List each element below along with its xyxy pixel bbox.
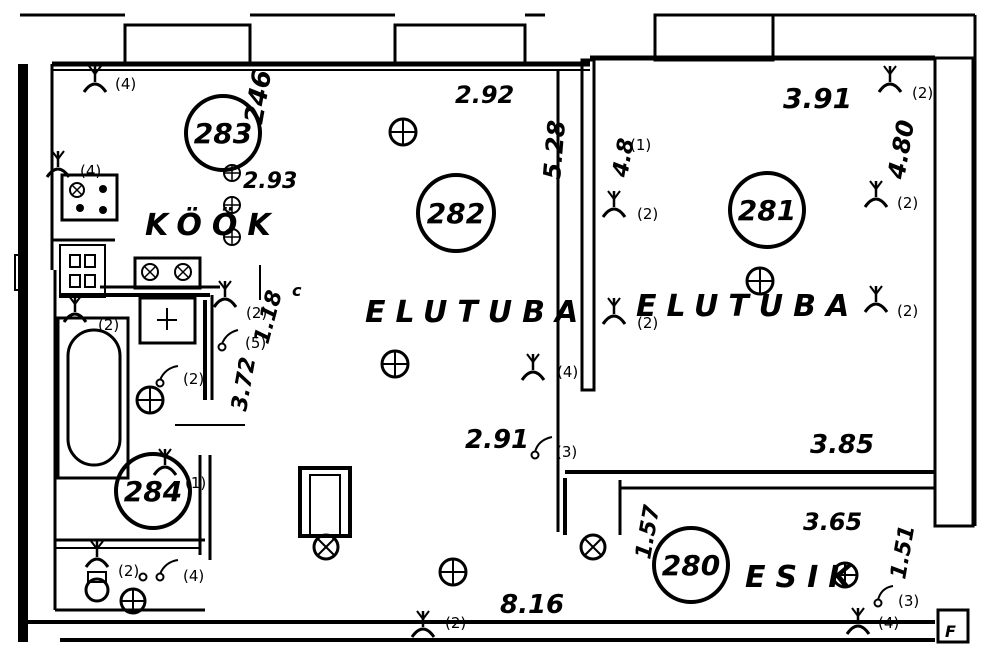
stove-icon <box>60 173 119 222</box>
room-label-elutuba-282: ELUTUBA <box>365 295 588 330</box>
circuit-label: (4) <box>80 162 101 180</box>
antenna-outlet-icon <box>45 149 71 179</box>
switches <box>138 329 894 608</box>
wall-light-icon <box>579 533 607 561</box>
circuit-label: (1) <box>185 474 206 492</box>
circuit-label: (3) <box>898 592 919 610</box>
room-283: 283 <box>184 94 262 172</box>
room-number: 284 <box>124 475 182 508</box>
ceiling-light-icon <box>135 385 165 415</box>
circuit-label: (2) <box>897 302 918 320</box>
switch-icon <box>217 329 239 352</box>
antenna-outlet-icon <box>520 352 546 382</box>
dimension: 5.28 <box>538 119 571 180</box>
ceiling-light-icon <box>223 196 241 214</box>
antenna-outlet-icon <box>863 179 889 209</box>
dimension: 2.93 <box>243 169 297 194</box>
switch-icon <box>873 585 894 608</box>
dimension: 2.91 <box>465 425 529 455</box>
walls <box>18 13 977 644</box>
dimension: 1.51 <box>886 523 920 581</box>
dimension: 2.92 <box>455 81 514 109</box>
circuit-label: (2) <box>246 304 267 322</box>
circuit-label: (4) <box>115 75 136 93</box>
room-number: 281 <box>738 194 796 227</box>
dimension: 3.72 <box>227 355 261 413</box>
room-280: 280 <box>652 526 730 604</box>
circuit-label: (2) <box>445 614 466 632</box>
circuit-label: (2) <box>118 562 139 580</box>
ceiling-light-icon <box>388 117 418 147</box>
wall-light-icon <box>312 533 340 561</box>
room-label-elutuba-281: ELUTUBA <box>636 289 859 324</box>
switch-icon <box>138 572 148 582</box>
wall-lights <box>312 533 607 561</box>
ceiling-light-icon <box>831 561 859 589</box>
circuit-label: (4) <box>557 363 578 381</box>
dimension: 4.80 <box>882 118 920 182</box>
room-label-esik: ESIK <box>745 560 862 595</box>
antenna-outlets <box>45 64 903 639</box>
dimension: 3.85 <box>810 430 874 460</box>
toilet-icon <box>84 571 110 603</box>
sink-icon <box>138 296 197 345</box>
misc-mark: c <box>292 281 302 300</box>
antenna-outlet-icon <box>84 539 110 569</box>
dimension: 3.65 <box>803 508 862 536</box>
circuit-label: (4) <box>183 567 204 585</box>
circuit-label: (4) <box>878 614 899 632</box>
antenna-outlet-icon <box>212 279 238 309</box>
dimension: 1.57 <box>631 503 665 561</box>
ceiling-lights <box>119 117 859 615</box>
room-number: 282 <box>427 197 485 230</box>
room-281: 281 <box>728 171 806 249</box>
circuit-labels: (4) (4) (2) (2) (5) (2) (1) (2) (4) (2) … <box>80 75 933 632</box>
switch-icon <box>530 436 553 460</box>
dimension: 246 <box>239 68 278 127</box>
kitchen-cabinet <box>14 254 96 291</box>
switch-icon <box>155 559 179 582</box>
ceiling-light-icon <box>223 228 241 246</box>
ceiling-light-icon <box>438 557 468 587</box>
circuit-label: (1) <box>630 136 651 154</box>
antenna-outlet-icon <box>601 189 627 219</box>
bathtub-icon <box>56 316 130 480</box>
antenna-outlet-icon <box>863 284 889 314</box>
circuit-label: (2) <box>897 194 918 212</box>
circuit-label: (2) <box>98 316 119 334</box>
dimension: 3.91 <box>783 82 852 115</box>
circuit-label: (3) <box>556 443 577 461</box>
room-number: 280 <box>662 549 720 582</box>
room-282: 282 <box>416 173 496 253</box>
circuit-label: (2) <box>637 205 658 223</box>
circuit-label: (5) <box>245 334 266 352</box>
ceiling-light-icon <box>745 266 775 296</box>
room-284: 284 <box>114 452 192 530</box>
room-label-kook: KÖÖK <box>145 206 281 243</box>
ceiling-light-icon <box>380 349 410 379</box>
circuit-label: (2) <box>183 370 204 388</box>
room-number: 283 <box>194 117 252 150</box>
wall-light-icon <box>133 256 202 290</box>
dimension: 8.16 <box>500 590 564 620</box>
wardrobe <box>298 466 352 538</box>
antenna-outlet-icon <box>601 296 627 326</box>
circuit-label: (2) <box>912 84 933 102</box>
ceiling-light-icon <box>119 587 147 615</box>
misc-mark: F <box>945 622 956 641</box>
antenna-outlet-icon <box>877 64 903 94</box>
circuit-label: (2) <box>637 314 658 332</box>
switch-icon <box>155 365 179 388</box>
